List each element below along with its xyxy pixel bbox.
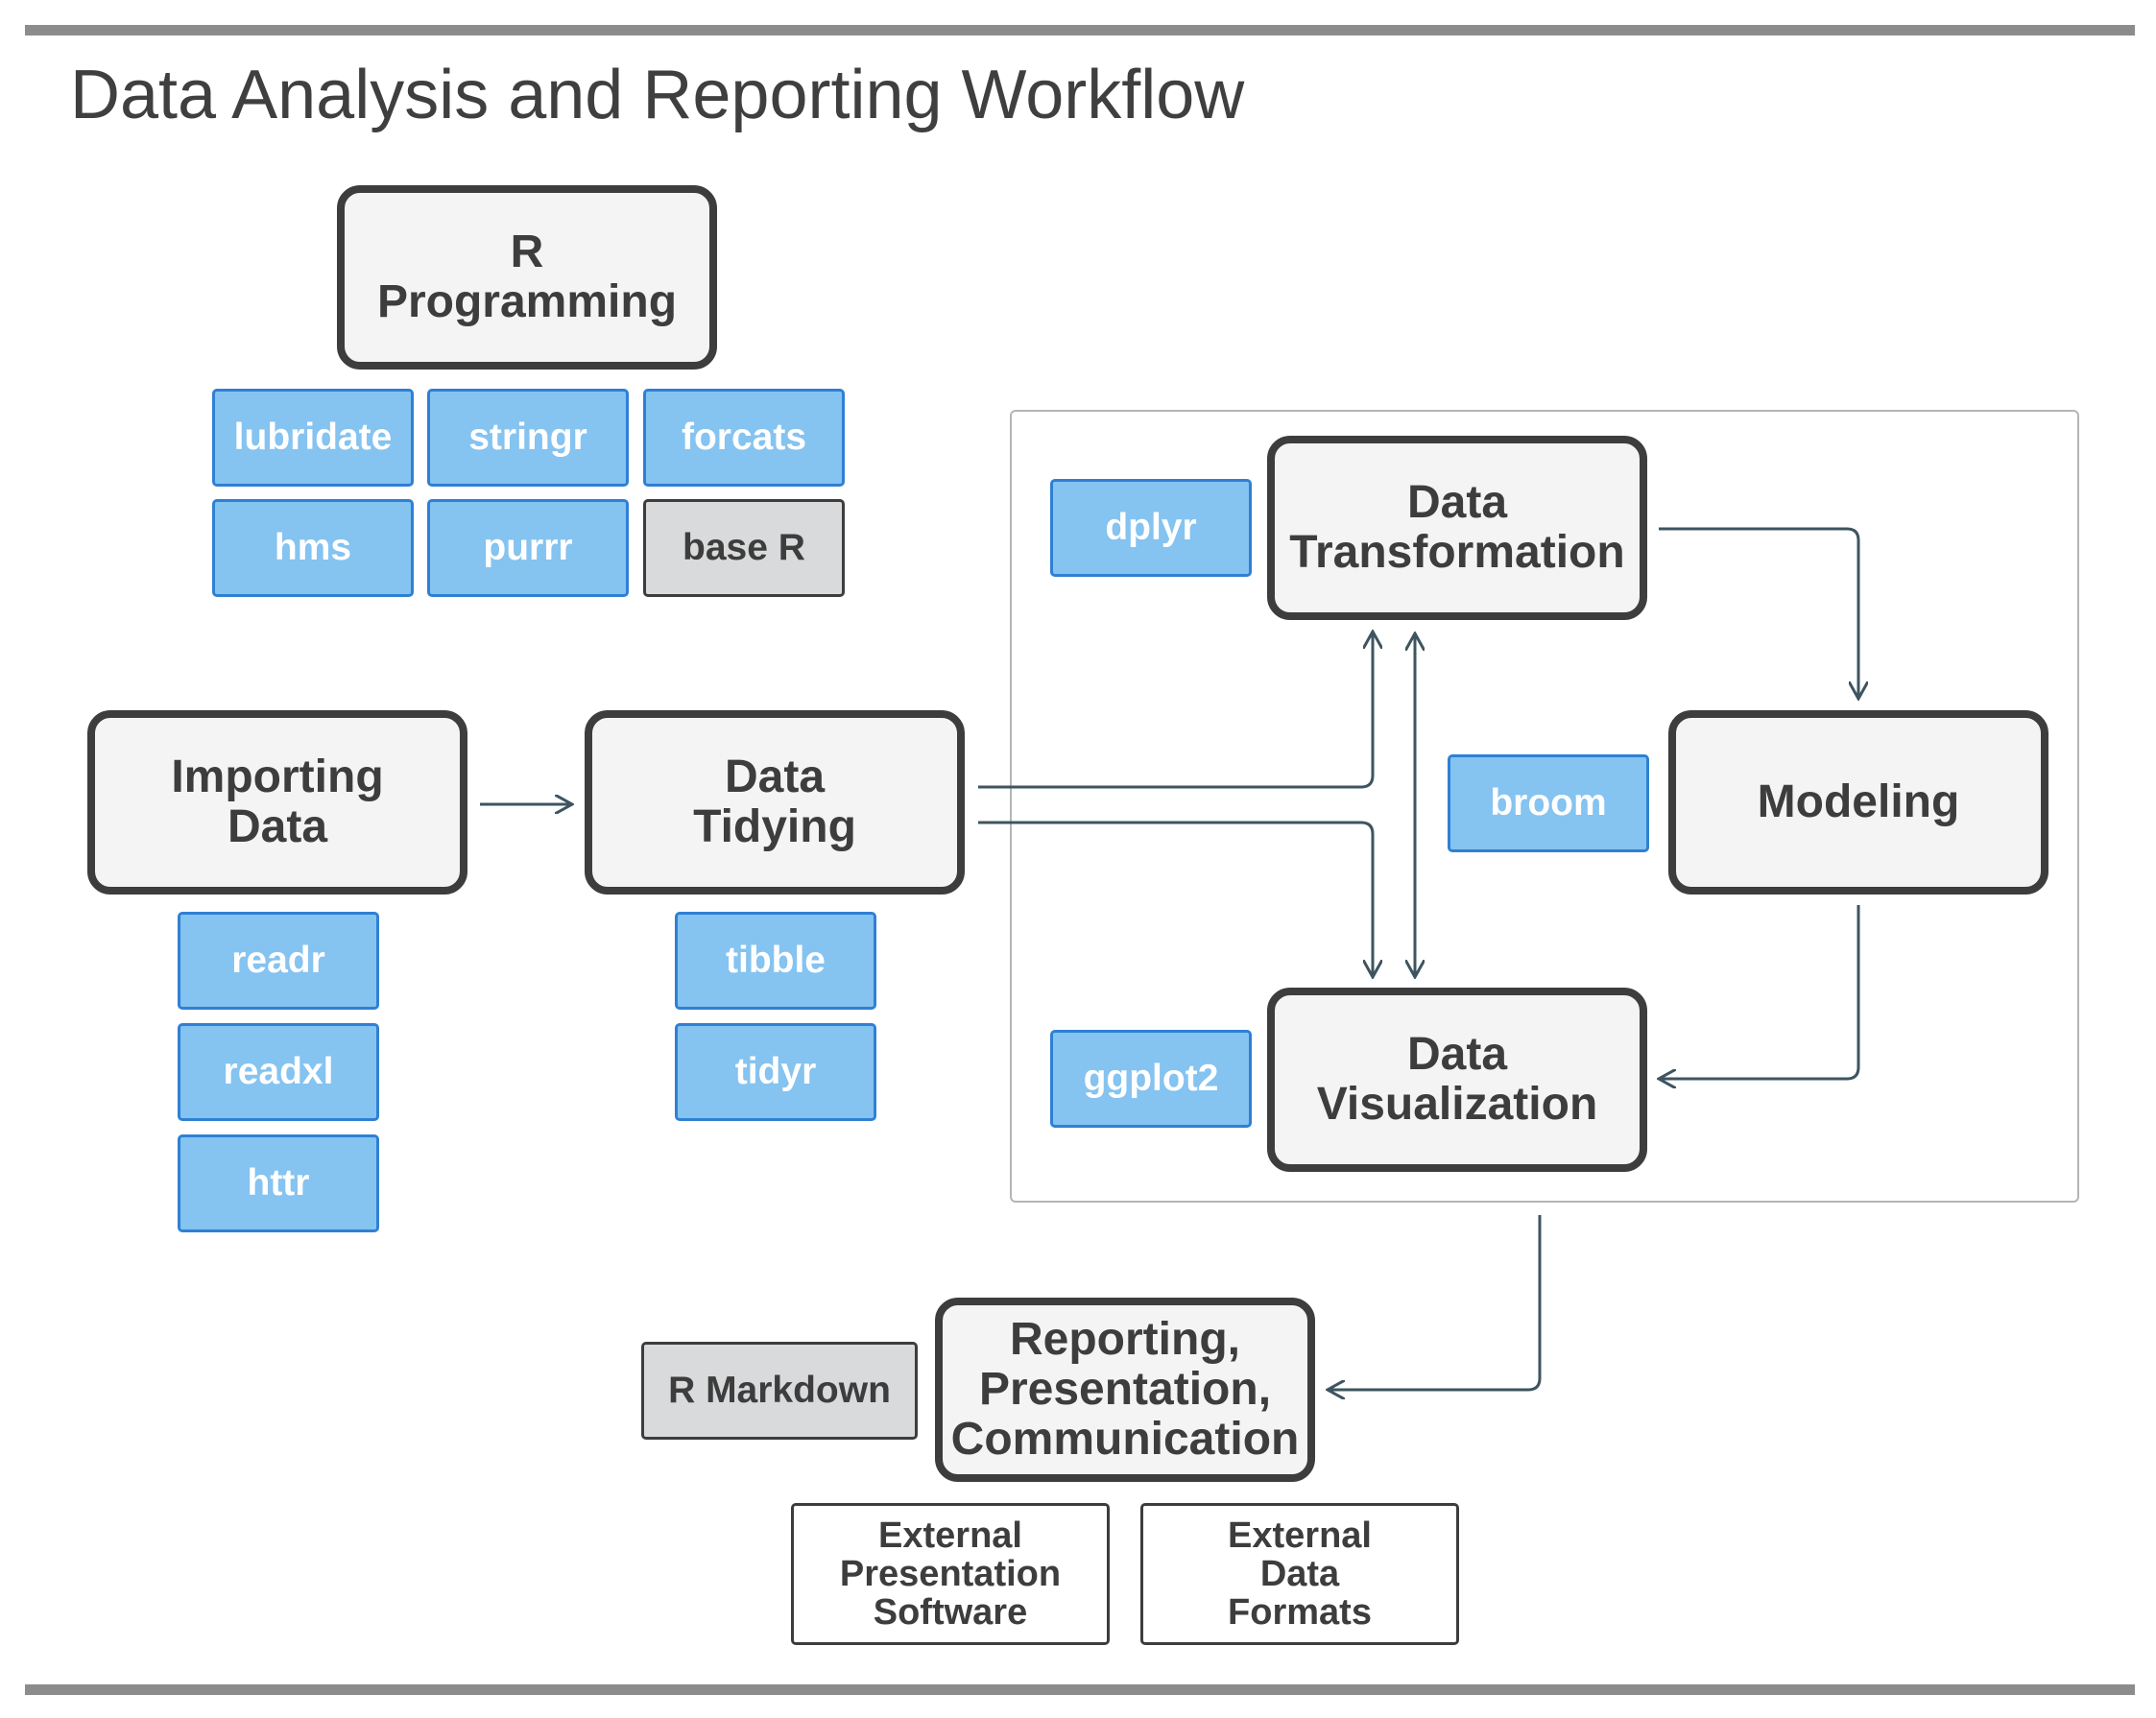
- reporting-line-1: Reporting,: [1010, 1314, 1240, 1365]
- transformation-line-2: Transformation: [1289, 527, 1625, 578]
- tidying-line-2: Tidying: [693, 801, 856, 852]
- package-dplyr: dplyr: [1050, 479, 1252, 577]
- r-programming-node: R Programming: [337, 185, 717, 370]
- reporting-line-2: Presentation,: [978, 1364, 1272, 1415]
- ext-presentation-line-3: Software: [873, 1592, 1028, 1633]
- modeling-line-1: Modeling: [1757, 776, 1960, 827]
- top-rule: [25, 25, 2135, 36]
- analysis-group-box: [1010, 410, 2079, 1203]
- package-httr: httr: [178, 1134, 379, 1232]
- package-readxl: readxl: [178, 1023, 379, 1121]
- modeling-node: Modeling: [1668, 710, 2048, 895]
- reporting-line-3: Communication: [950, 1414, 1300, 1465]
- ext-formats-line-3: Formats: [1228, 1592, 1372, 1633]
- package-purrr: purrr: [427, 499, 629, 597]
- ext-formats-line-1: External: [1228, 1515, 1372, 1556]
- tidying-line-1: Data: [724, 752, 826, 802]
- package-stringr: stringr: [427, 389, 629, 487]
- package-base-r: base R: [643, 499, 845, 597]
- package-tibble: tibble: [675, 912, 876, 1010]
- data-visualization-node: Data Visualization: [1267, 988, 1647, 1172]
- external-data-formats: External Data Formats: [1140, 1503, 1459, 1645]
- ext-presentation-line-2: Presentation: [839, 1554, 1062, 1594]
- visualization-line-2: Visualization: [1316, 1079, 1598, 1130]
- ext-formats-line-2: Data: [1259, 1554, 1340, 1594]
- package-ggplot2: ggplot2: [1050, 1030, 1252, 1128]
- arrow-tidy-to-transform: [978, 632, 1373, 789]
- arrow-analysis-to-report: [1328, 1215, 1542, 1390]
- ext-presentation-line-1: External: [878, 1515, 1022, 1556]
- bottom-rule: [25, 1684, 2135, 1695]
- data-tidying-node: Data Tidying: [585, 710, 965, 895]
- importing-line-1: Importing: [171, 752, 384, 802]
- arrow-transform-to-model: [1659, 527, 1858, 699]
- package-broom: broom: [1448, 754, 1649, 852]
- package-r-markdown: R Markdown: [641, 1342, 918, 1440]
- package-readr: readr: [178, 912, 379, 1010]
- package-forcats: forcats: [643, 389, 845, 487]
- visualization-line-1: Data: [1406, 1029, 1508, 1080]
- importing-line-2: Data: [227, 801, 328, 852]
- importing-data-node: Importing Data: [87, 710, 467, 895]
- package-tidyr: tidyr: [675, 1023, 876, 1121]
- r-programming-line-1: R: [510, 227, 544, 277]
- external-presentation-software: External Presentation Software: [791, 1503, 1110, 1645]
- arrow-tidy-to-visualize: [978, 821, 1373, 977]
- package-hms: hms: [212, 499, 414, 597]
- data-transformation-node: Data Transformation: [1267, 436, 1647, 620]
- diagram-title: Data Analysis and Reporting Workflow: [70, 57, 1245, 133]
- package-lubridate: lubridate: [212, 389, 414, 487]
- arrow-model-to-visualize: [1659, 905, 1860, 1079]
- reporting-node: Reporting, Presentation, Communication: [935, 1298, 1315, 1482]
- r-programming-line-2: Programming: [376, 276, 678, 327]
- transformation-line-1: Data: [1406, 477, 1508, 528]
